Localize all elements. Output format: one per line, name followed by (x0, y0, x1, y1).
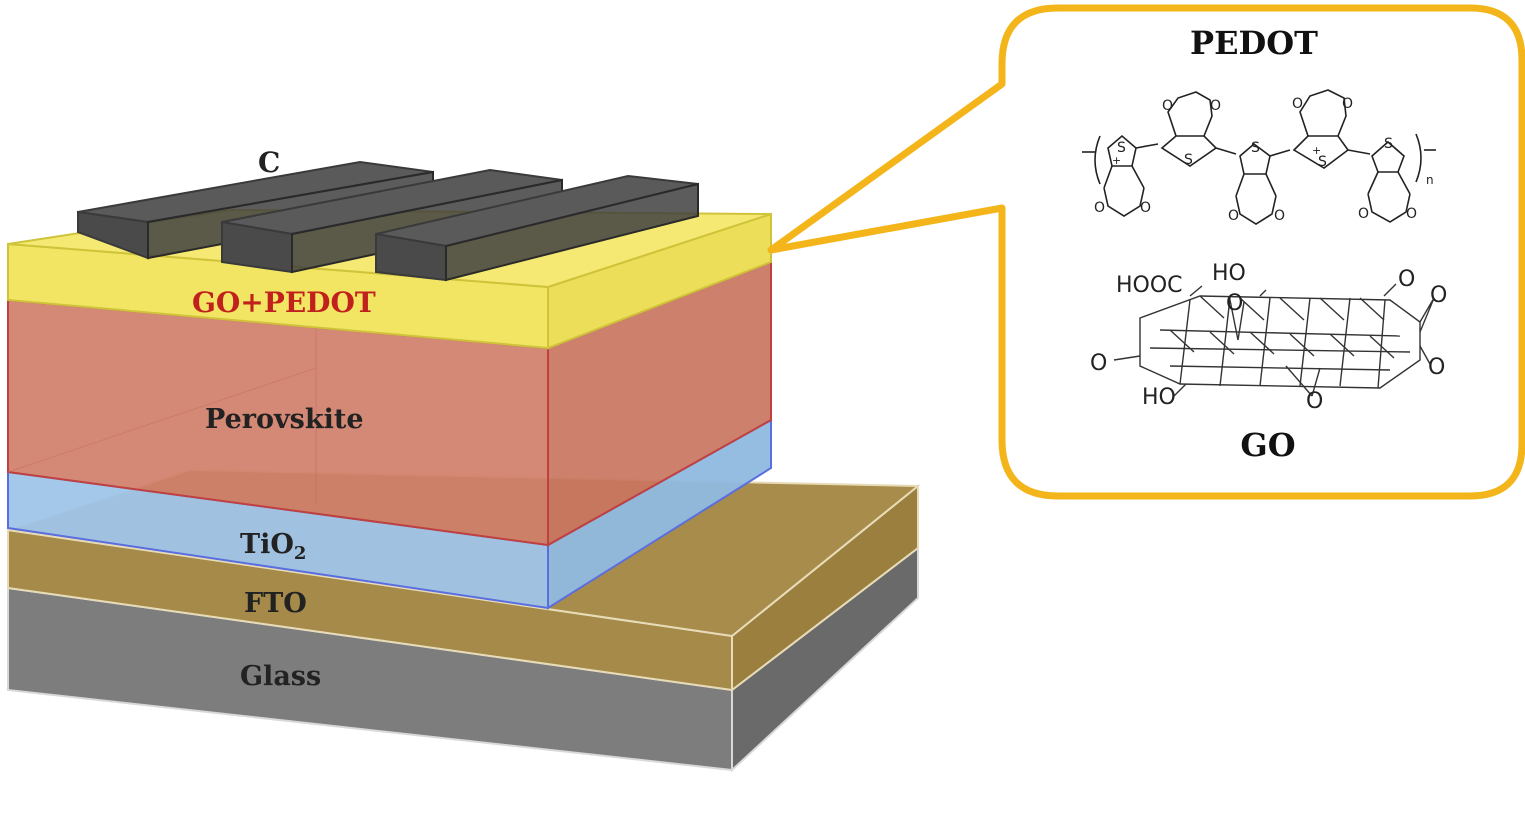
go-cooh: HOOC (1116, 273, 1183, 298)
go-o-ketone-left: O (1090, 351, 1107, 376)
pedot-s-3: S (1251, 140, 1260, 156)
pedot-repeat-n: n (1426, 173, 1434, 187)
go-group-labels: HOOC HO HO O O O O O O (1090, 261, 1447, 414)
carbon-electrodes (77, 160, 699, 282)
label-carbon: C (258, 146, 280, 179)
pedot-s-4: S (1318, 154, 1327, 170)
pedot-o-6: O (1274, 208, 1285, 224)
go-o-epoxide-bottom: O (1306, 389, 1323, 414)
pedot-o-2: O (1140, 200, 1151, 216)
pedot-structure (1082, 89, 1436, 225)
perovskite-layer (7, 260, 772, 547)
pedot-o-1: O (1094, 200, 1105, 216)
go-oh-top: HO (1212, 261, 1246, 286)
go-o-ketone-right: O (1428, 355, 1445, 380)
pedot-s-1: S (1117, 140, 1126, 156)
go-structure (1113, 283, 1435, 397)
go-oh-bottom: HO (1142, 385, 1176, 410)
pedot-o-10: O (1406, 206, 1417, 222)
callout-bubble (767, 4, 1525, 500)
go-o-epoxide-right: O (1430, 283, 1447, 308)
go-o-ketone-top: O (1398, 267, 1415, 292)
pedot-o-8: O (1342, 96, 1353, 112)
tio2-layer (7, 418, 772, 610)
pedot-title: PEDOT (1190, 24, 1318, 62)
pedot-o-4: O (1210, 98, 1221, 114)
go-title: GO (1240, 426, 1295, 464)
label-perovskite: Perovskite (205, 404, 364, 435)
label-tio2: TiO2 (240, 529, 306, 564)
pedot-o-3: O (1162, 98, 1173, 114)
pedot-atom-labels: S S S S S O O O O O O O O O O + + n (1094, 96, 1434, 224)
pedot-o-7: O (1292, 96, 1303, 112)
pedot-plus-2: + (1312, 144, 1321, 157)
carbon-electrode-3 (375, 174, 699, 282)
pedot-o-9: O (1358, 206, 1369, 222)
pedot-plus-1: + (1112, 154, 1121, 167)
label-fto: FTO (244, 588, 307, 619)
pedot-s-2: S (1184, 152, 1193, 168)
label-go-pedot: GO+PEDOT (192, 286, 376, 319)
go-o-epoxide-top: O (1226, 291, 1243, 316)
label-glass: Glass (240, 661, 321, 692)
pedot-o-5: O (1228, 208, 1239, 224)
pedot-s-5: S (1384, 136, 1393, 152)
